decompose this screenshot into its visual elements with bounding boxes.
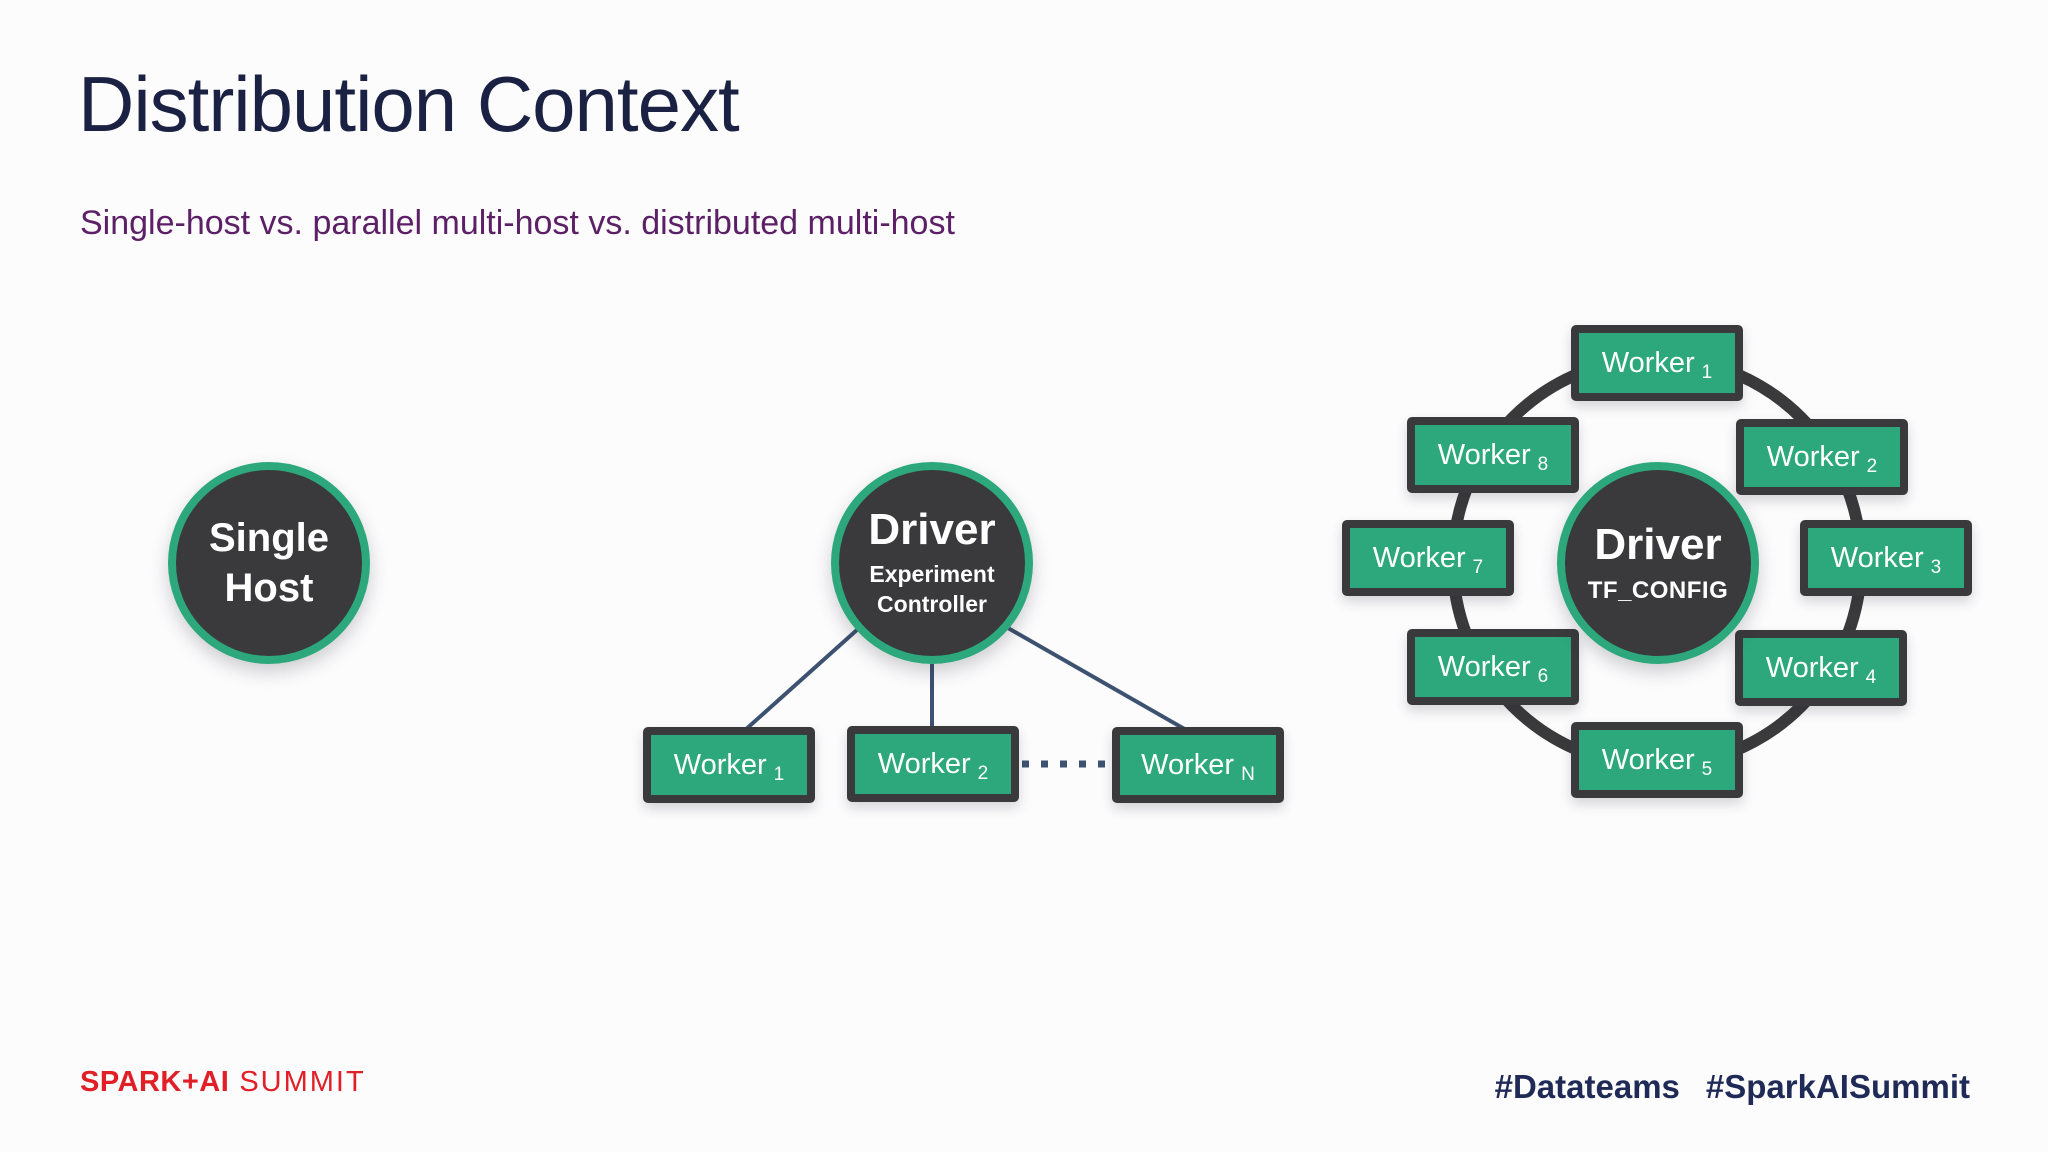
worker-label: Worker xyxy=(1437,650,1531,683)
worker-subscript: 1 xyxy=(773,764,785,785)
footer-hashtags: #Datateams #SparkAISummit xyxy=(1495,1068,1970,1106)
worker-label: Worker xyxy=(1437,438,1531,471)
parallel-driver-role-line1: Experiment xyxy=(869,561,995,588)
parallel-driver-role-line2: Controller xyxy=(877,591,987,618)
driver-to-worker1-line xyxy=(742,627,860,733)
worker-label: Worker xyxy=(1141,748,1235,781)
worker-subscript: 6 xyxy=(1537,666,1549,687)
worker-subscript: 2 xyxy=(977,763,989,784)
page-title: Distribution Context xyxy=(78,60,740,148)
distributed-worker-5-box: Worker 5 xyxy=(1571,722,1743,798)
worker-label: Worker xyxy=(1601,346,1695,379)
worker-label: Worker xyxy=(877,747,971,780)
page-subtitle: Single-host vs. parallel multi-host vs. … xyxy=(80,204,955,242)
parallel-driver-node: Driver Experiment Controller xyxy=(831,462,1033,664)
worker-subscript: 3 xyxy=(1930,557,1942,578)
brand-light-text: SUMMIT xyxy=(239,1066,366,1098)
parallel-worker-N-box: Worker N xyxy=(1112,727,1284,803)
parallel-worker-1-box: Worker 1 xyxy=(643,727,815,803)
distributed-driver-node: Driver TF_CONFIG xyxy=(1557,462,1759,664)
worker-label: Worker xyxy=(1601,743,1695,776)
worker-label: Worker xyxy=(1372,541,1466,574)
worker-label: Worker xyxy=(1765,651,1859,684)
worker-label: Worker xyxy=(673,748,767,781)
distributed-worker-8-box: Worker 8 xyxy=(1407,417,1579,493)
distributed-worker-2-box: Worker 2 xyxy=(1736,419,1908,495)
worker-subscript: 1 xyxy=(1701,362,1713,383)
parallel-worker-2-box: Worker 2 xyxy=(847,726,1019,802)
hashtag-sparkaisummit: #SparkAISummit xyxy=(1705,1068,1970,1105)
single-host-label-line1: Single xyxy=(208,516,330,560)
distributed-worker-4-box: Worker 4 xyxy=(1735,630,1907,706)
single-host-node: Single Host xyxy=(168,462,370,664)
driver-to-workerN-line xyxy=(1007,626,1189,733)
distributed-worker-1-box: Worker 1 xyxy=(1571,325,1743,401)
brand-bold-text: SPARK+AI xyxy=(80,1066,230,1098)
worker-label: Worker xyxy=(1830,541,1924,574)
single-host-label-line2: Host xyxy=(224,566,314,610)
distributed-worker-7-box: Worker 7 xyxy=(1342,520,1514,596)
parallel-driver-label: Driver xyxy=(868,504,996,554)
worker-subscript: 2 xyxy=(1866,456,1878,477)
distributed-driver-label: Driver xyxy=(1594,519,1722,569)
worker-subscript: 8 xyxy=(1537,454,1549,475)
distributed-worker-6-box: Worker 6 xyxy=(1407,629,1579,705)
worker-subscript: 5 xyxy=(1701,759,1713,780)
worker-subscript: N xyxy=(1241,764,1255,785)
worker-subscript: 7 xyxy=(1472,557,1484,578)
hashtag-datateams: #Datateams xyxy=(1494,1068,1680,1105)
spark-ai-summit-logo: SPARK+AI SUMMIT xyxy=(80,1066,366,1099)
distributed-worker-3-box: Worker 3 xyxy=(1800,520,1972,596)
worker-subscript: 4 xyxy=(1865,667,1877,688)
distributed-driver-role: TF_CONFIG xyxy=(1587,577,1729,605)
worker-label: Worker xyxy=(1766,440,1860,473)
